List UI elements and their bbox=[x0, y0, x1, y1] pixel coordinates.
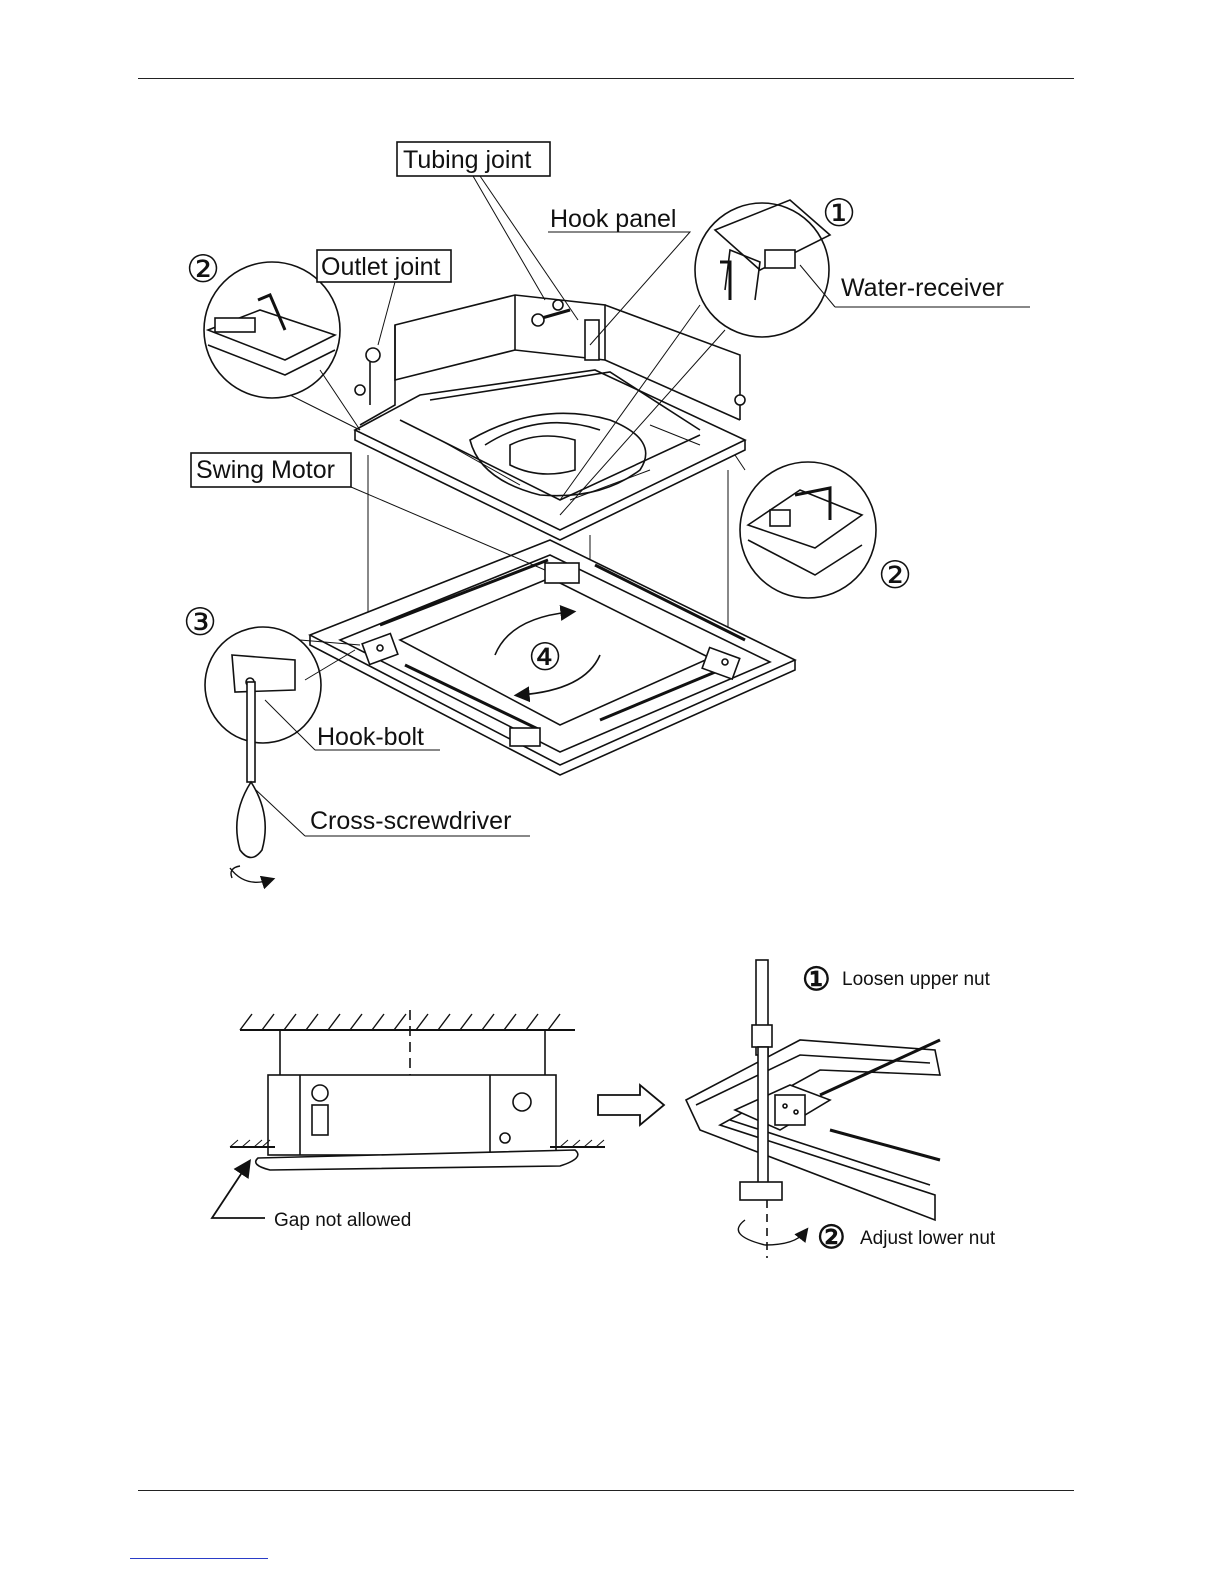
water-receiver-label: Water-receiver bbox=[841, 274, 1004, 302]
indoor-unit-body bbox=[355, 295, 745, 540]
outlet-joint-label: Outlet joint bbox=[321, 253, 441, 281]
detail-circle-2-right bbox=[735, 455, 876, 598]
gap-not-allowed-label: Gap not allowed bbox=[274, 1210, 411, 1231]
side-view-drawing bbox=[212, 1010, 605, 1218]
step-3-marker: ③ bbox=[183, 602, 217, 644]
corner-closeup-drawing bbox=[686, 960, 940, 1258]
detail-circle-2-left bbox=[204, 262, 360, 430]
step-4-marker: ④ bbox=[528, 637, 562, 679]
next-arrow bbox=[598, 1085, 664, 1125]
figure-panel-installation bbox=[191, 142, 1030, 882]
step-2-marker-right: ② bbox=[878, 555, 912, 597]
hook-panel-label: Hook panel bbox=[550, 205, 676, 233]
hook-bolt-label: Hook-bolt bbox=[317, 723, 424, 751]
cross-screwdriver-label: Cross-screwdriver bbox=[310, 807, 511, 835]
tubing-joint-label: Tubing joint bbox=[403, 146, 531, 174]
adjust-lower-nut-label: Adjust lower nut bbox=[860, 1228, 996, 1249]
fig2-step-1-marker: ① bbox=[802, 961, 831, 997]
step-1-marker: ① bbox=[822, 193, 856, 235]
step-2-marker-left: ② bbox=[186, 249, 220, 291]
swing-motor-label: Swing Motor bbox=[196, 456, 335, 484]
fig2-step-2-marker: ② bbox=[817, 1219, 846, 1255]
loosen-upper-nut-label: Loosen upper nut bbox=[842, 969, 991, 990]
